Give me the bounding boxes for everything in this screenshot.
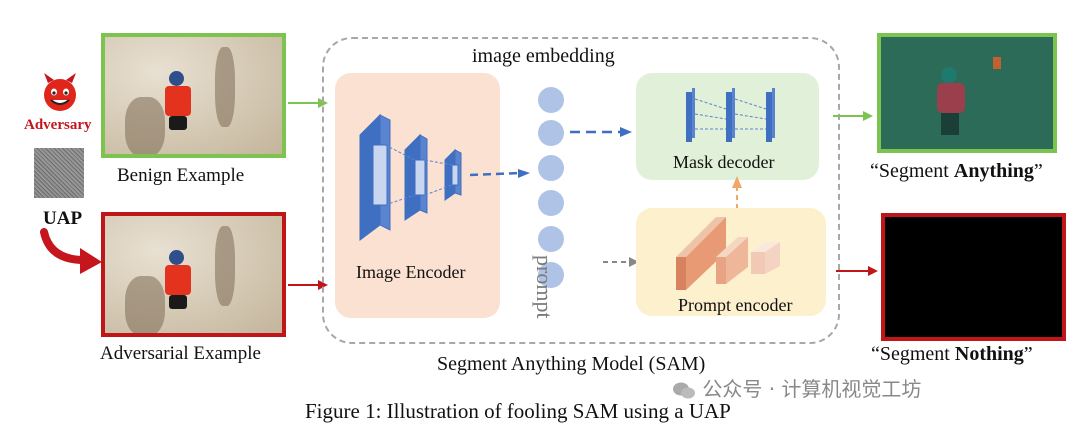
arrow-decoder-to-anything — [833, 109, 873, 121]
arrow-to-nothing — [836, 264, 878, 276]
uap-label: UAP — [43, 208, 83, 229]
arrow-promptenc-to-decoder — [731, 176, 743, 218]
benign-example-image — [101, 33, 286, 158]
prompt-encoder-label: Prompt encoder — [678, 295, 793, 315]
embedding-token — [538, 226, 564, 252]
adversarial-example-image — [101, 212, 286, 337]
embedding-token — [538, 262, 564, 288]
image-embedding-label: image embedding — [472, 45, 615, 67]
embedding-token — [538, 120, 564, 146]
adversarial-example-label: Adversarial Example — [100, 343, 261, 364]
embedding-token — [538, 155, 564, 181]
prompt-label: prompt — [532, 255, 557, 319]
benign-example-label: Benign Example — [117, 165, 245, 186]
uap-noise-image — [34, 148, 84, 198]
arrow-embedding-to-decoder — [570, 125, 632, 137]
adversary-label: Adversary — [24, 117, 92, 133]
segment-nothing-output — [881, 213, 1066, 341]
encoder-layers-icon — [355, 105, 485, 245]
embedding-token — [538, 87, 564, 113]
sam-title: Segment Anything Model (SAM) — [437, 353, 706, 375]
wechat-icon — [672, 381, 696, 401]
segment-nothing-label: “Segment Nothing” — [871, 343, 1033, 365]
figure-caption: Figure 1: Illustration of fooling SAM us… — [305, 399, 731, 423]
prompt-encoder-blocks-icon — [676, 212, 786, 292]
segment-anything-label: “Segment Anything” — [870, 160, 1043, 182]
mask-decoder-label: Mask decoder — [673, 152, 775, 172]
sam-container — [322, 37, 840, 344]
arrow-prompt-to-encoder — [603, 255, 639, 267]
image-encoder-label: Image Encoder — [356, 262, 466, 282]
devil-icon — [40, 73, 80, 113]
watermark-text: 公众号 · 计算机视觉工坊 — [672, 373, 921, 402]
embedding-token — [538, 190, 564, 216]
curved-arrow-icon — [38, 228, 108, 276]
arrow-encoder-to-embedding — [469, 168, 530, 180]
decoder-layers-icon — [682, 84, 782, 146]
segment-anything-output — [877, 33, 1057, 153]
